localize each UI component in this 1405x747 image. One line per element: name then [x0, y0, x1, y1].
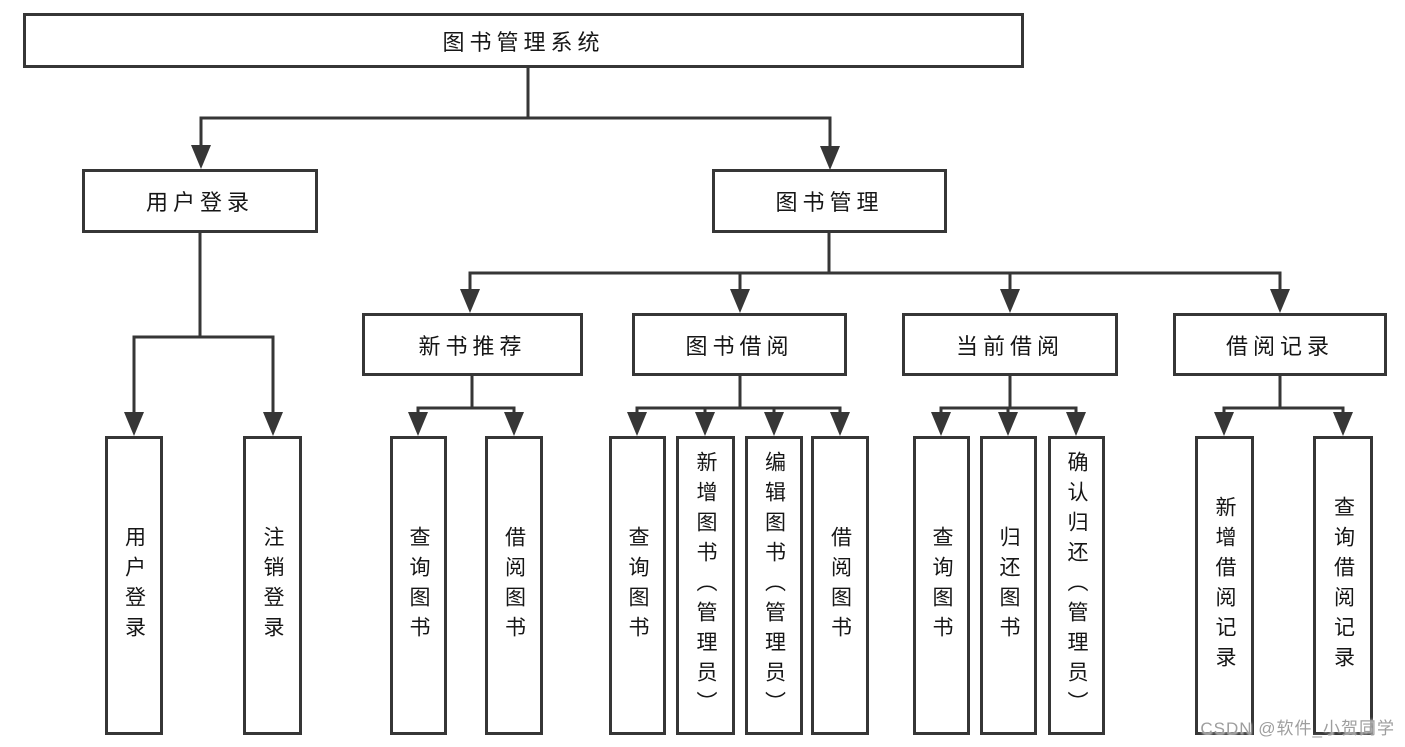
connector-user-login-to-leaves	[124, 229, 283, 436]
node-borrowing-records: 借阅记录	[1173, 313, 1387, 376]
leaf-return-books: 归还图书	[980, 436, 1037, 735]
leaf-add-borrow-record-label: 新增借阅记录	[1213, 495, 1236, 676]
connector-root-to-level2	[191, 64, 840, 170]
node-book-management: 图书管理	[712, 169, 947, 233]
leaf-query-books-borrowing-label: 查询图书	[626, 525, 649, 646]
node-book-borrowing-label: 图书借阅	[685, 333, 794, 359]
leaf-confirm-return-admin-label: 确认归还（管理员）	[1065, 450, 1088, 721]
leaf-borrow-books-recommend-label: 借阅图书	[502, 525, 526, 646]
leaf-logout-label: 注销登录	[261, 525, 284, 646]
leaf-add-books-admin-label: 新增图书（管理员）	[694, 450, 717, 721]
leaf-return-books-label: 归还图书	[997, 525, 1020, 646]
node-book-borrowing: 图书借阅	[632, 313, 847, 376]
node-new-book-recommend-label: 新书推荐	[418, 333, 527, 359]
node-current-borrowing: 当前借阅	[902, 313, 1118, 376]
node-book-management-label: 图书管理	[775, 190, 884, 215]
leaf-edit-books-admin: 编辑图书（管理员）	[745, 436, 803, 735]
node-root-system: 图书管理系统	[23, 13, 1024, 68]
node-current-borrowing-label: 当前借阅	[955, 333, 1064, 359]
leaf-add-borrow-record: 新增借阅记录	[1195, 436, 1254, 735]
leaf-borrow-books: 借阅图书	[811, 436, 869, 735]
node-user-login-label: 用户登录	[145, 190, 254, 215]
leaf-query-books-current-label: 查询图书	[930, 525, 953, 646]
connector-book-mgmt-to-level3	[460, 229, 1290, 313]
leaf-query-borrow-record: 查询借阅记录	[1313, 436, 1373, 735]
leaf-add-books-admin: 新增图书（管理员）	[676, 436, 735, 735]
leaf-query-borrow-record-label: 查询借阅记录	[1331, 495, 1355, 676]
leaf-borrow-books-label: 借阅图书	[828, 525, 852, 646]
leaf-edit-books-admin-label: 编辑图书（管理员）	[762, 450, 786, 721]
leaf-logout: 注销登录	[243, 436, 302, 735]
connector-book-borrow-to-leaves	[627, 372, 850, 436]
connector-new-book-rec-to-leaves	[408, 372, 524, 436]
leaf-query-books-recommend-label: 查询图书	[407, 525, 430, 646]
leaf-user-login: 用户登录	[105, 436, 163, 735]
leaf-query-books-recommend: 查询图书	[390, 436, 447, 735]
csdn-watermark: CSDN @软件_小贺同学	[1200, 719, 1395, 738]
leaf-confirm-return-admin: 确认归还（管理员）	[1048, 436, 1105, 735]
node-user-login: 用户登录	[82, 169, 318, 233]
leaf-query-books-borrowing: 查询图书	[609, 436, 666, 735]
leaf-borrow-books-recommend: 借阅图书	[485, 436, 543, 735]
node-new-book-recommend: 新书推荐	[362, 313, 583, 376]
connector-borrow-records-to-leaves	[1214, 372, 1353, 436]
node-borrowing-records-label: 借阅记录	[1225, 333, 1334, 359]
leaf-query-books-current: 查询图书	[913, 436, 970, 735]
leaf-user-login-label: 用户登录	[122, 525, 146, 646]
connector-current-borrow-to-leaves	[931, 372, 1086, 436]
node-root-system-label: 图书管理系统	[442, 29, 605, 55]
